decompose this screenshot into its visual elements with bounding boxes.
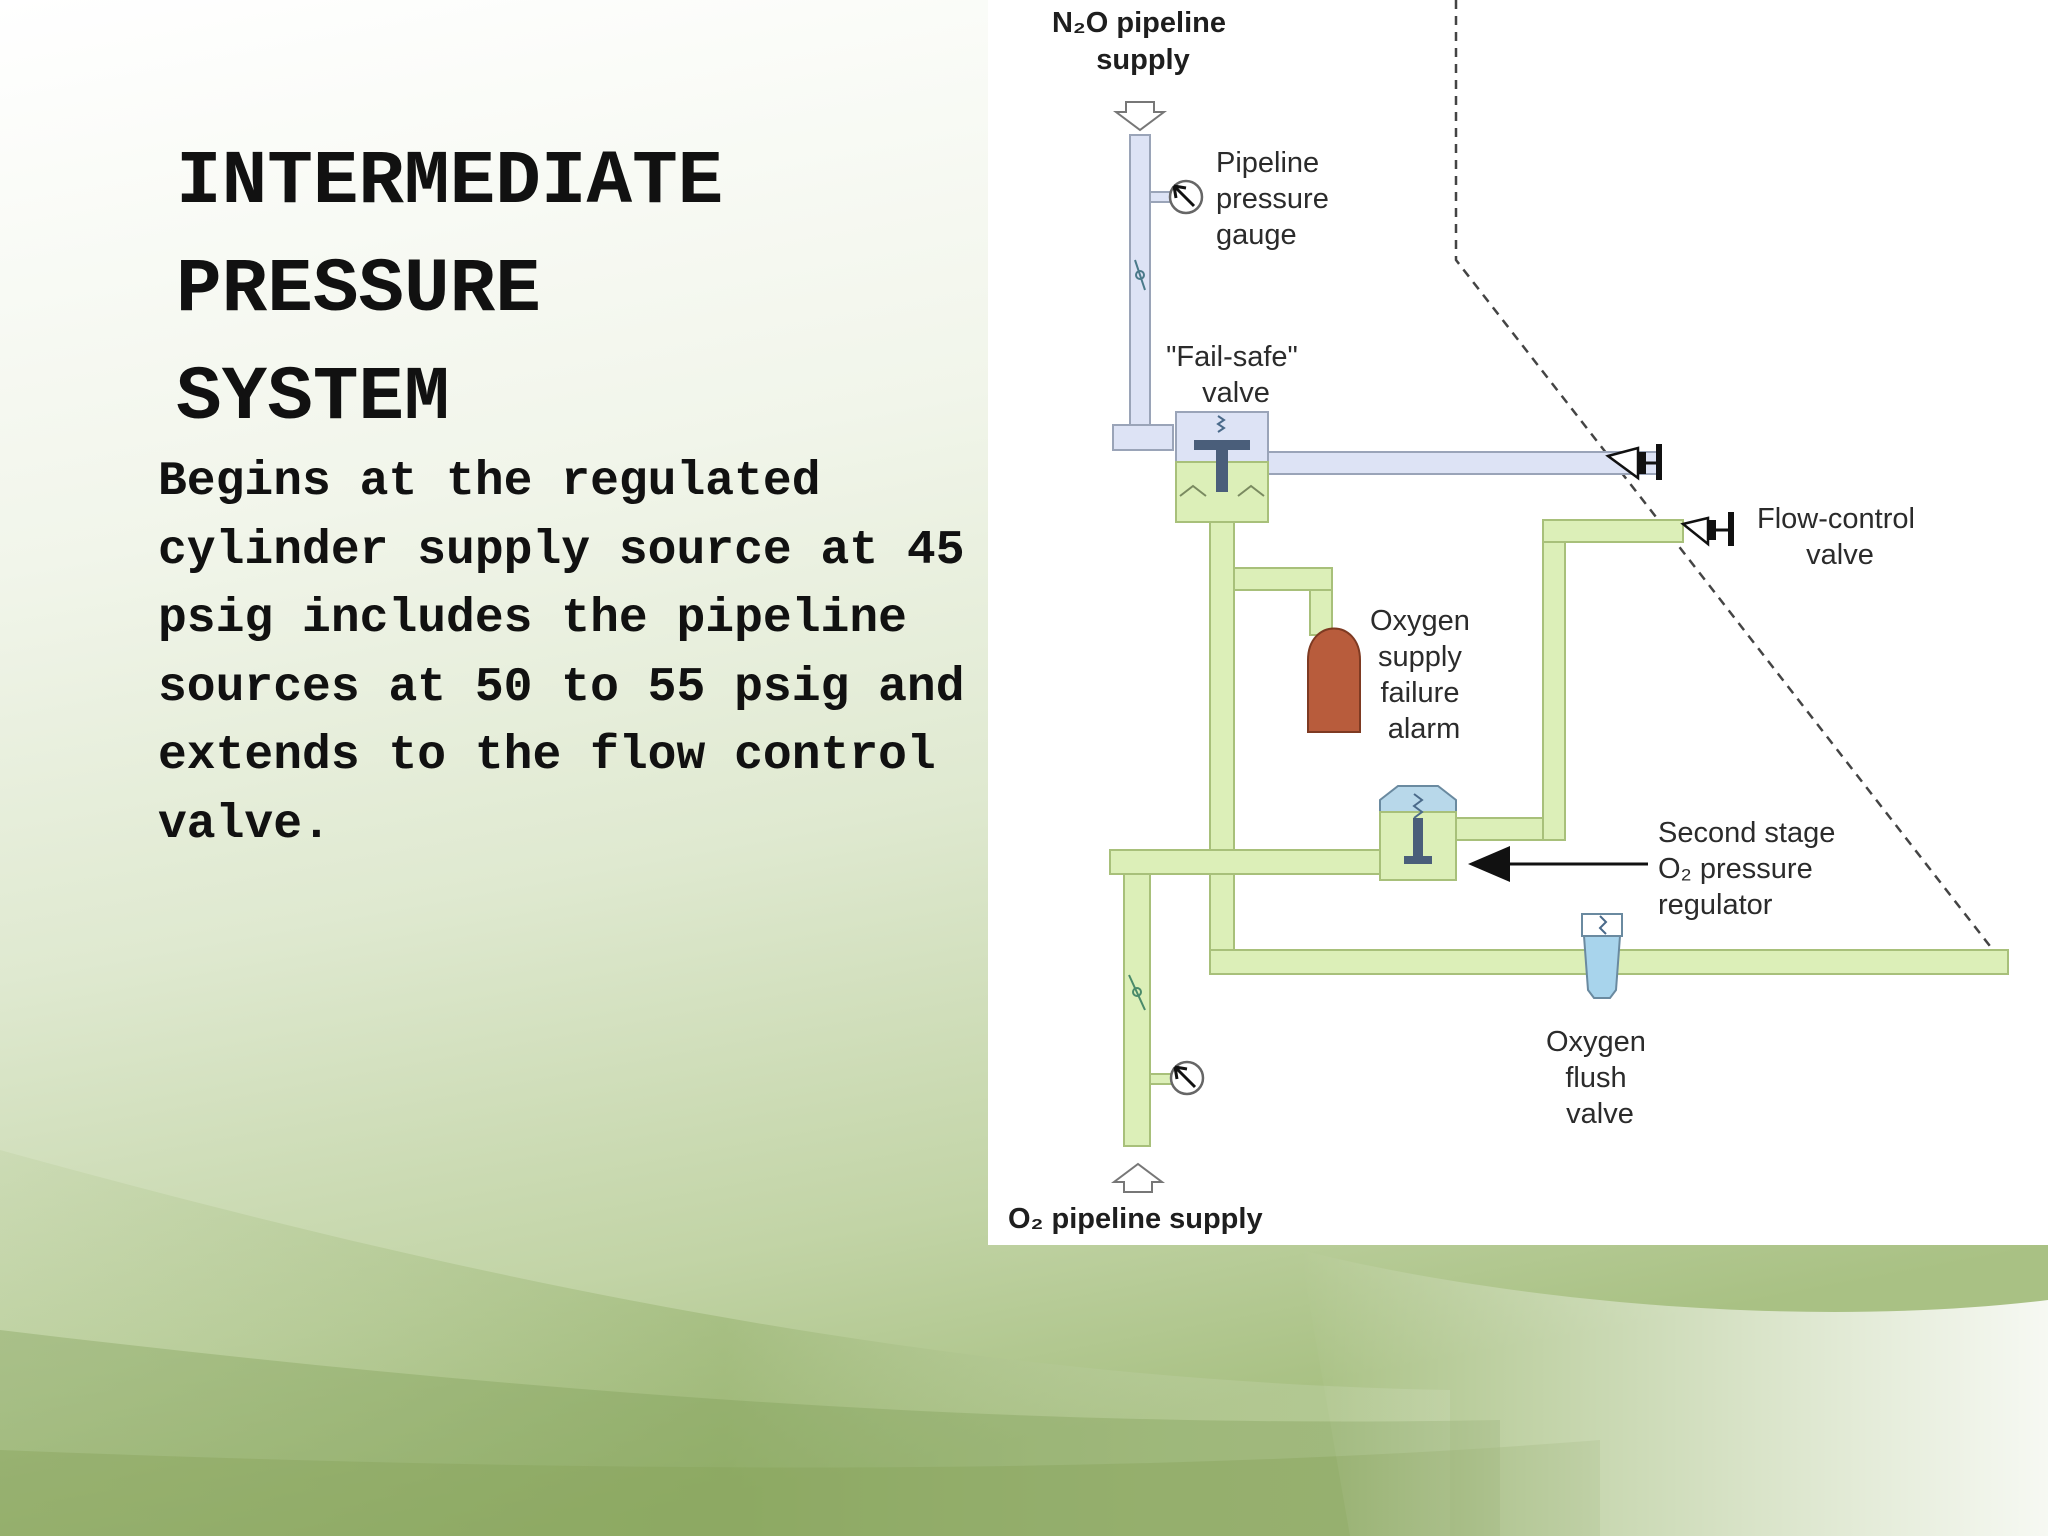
o2-pipeline-supply-label: O₂ pipeline supply — [1008, 1203, 1263, 1235]
pipeline-pressure-gauge-label: Pipeline pressure gauge — [1216, 147, 1337, 251]
n2o-piping — [1112, 134, 1661, 475]
n2o-inlet-arrow — [1113, 101, 1167, 132]
oxygen-flush-valve-label: Oxygen flush valve — [1546, 1026, 1654, 1130]
slide-body-text: Begins at the regulated cylinder supply … — [158, 455, 965, 852]
o2-flow-control-valve-icon — [1680, 512, 1734, 547]
fail-safe-valve-label: "Fail-safe" valve — [1166, 341, 1306, 409]
diagram-canvas: N₂O pipeline supply Pipeline pressure ga… — [1008, 0, 2009, 1235]
second-stage-o2-regulator-icon — [1379, 785, 1457, 881]
flow-control-valve-label: Flow-control valve — [1757, 503, 1923, 571]
oxygen-flush-valve-icon — [1581, 913, 1623, 999]
slide-title: INTERMEDIATE PRESSURE SYSTEM — [176, 139, 724, 441]
n2o-pipeline-supply-label: N₂O pipeline supply — [1052, 7, 1234, 76]
o2-inlet-arrow — [1111, 1162, 1165, 1193]
oxygen-supply-failure-alarm-label: Oxygen supply failure alarm — [1370, 605, 1478, 745]
machine-boundary-dashed-line — [1454, 0, 1994, 951]
oxygen-supply-failure-alarm-icon — [1307, 627, 1361, 733]
fail-safe-valve-icon — [1175, 411, 1269, 523]
n2o-flow-control-valve-icon — [1605, 444, 1662, 481]
o2-piping — [1109, 519, 2009, 1147]
pressure-system-diagram: N₂O pipeline supply Pipeline pressure ga… — [988, 0, 2048, 1245]
second-stage-regulator-label: Second stage O₂ pressure regulator — [1658, 817, 1843, 921]
n2o-pipeline-pressure-gauge-icon — [1168, 179, 1204, 215]
o2-pipeline-pressure-gauge-icon — [1169, 1060, 1205, 1096]
